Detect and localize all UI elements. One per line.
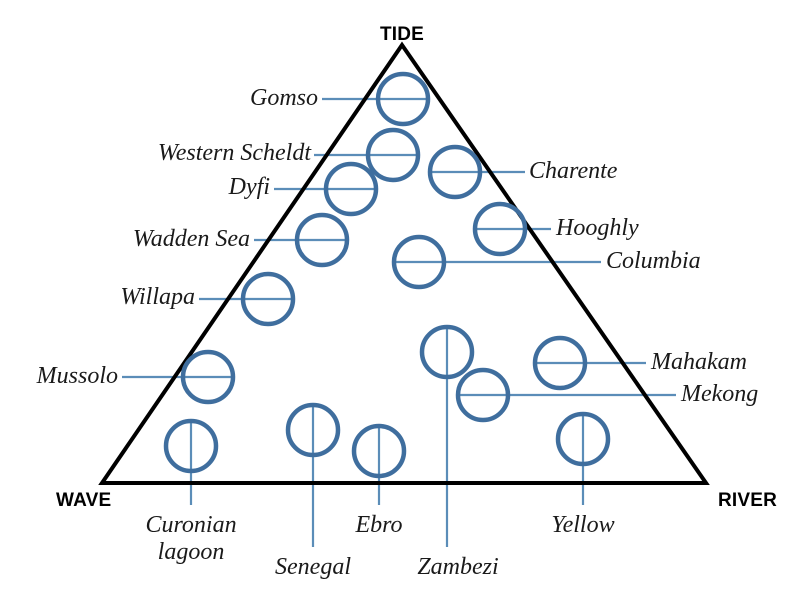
label-ebro: Ebro — [355, 512, 403, 538]
marker-columbia[interactable] — [391, 234, 447, 290]
label-charente: Charente — [529, 158, 618, 184]
marker-dyfi[interactable] — [323, 161, 379, 217]
label-mussolo: Mussolo — [36, 363, 118, 389]
marker-senegal[interactable] — [285, 402, 341, 458]
marker-yellow[interactable] — [555, 411, 611, 467]
label-mekong: Mekong — [681, 381, 759, 407]
label-willapa: Willapa — [120, 284, 195, 310]
marker-gomso[interactable] — [375, 71, 431, 127]
ternary-triangle-outline — [98, 41, 710, 485]
marker-charente[interactable] — [427, 144, 483, 200]
label-zambezi: Zambezi — [417, 554, 499, 580]
marker-curonian-lagoon[interactable] — [163, 418, 219, 474]
marker-wadden-sea[interactable] — [294, 212, 350, 268]
marker-willapa[interactable] — [240, 271, 296, 327]
label-gomso: Gomso — [249, 85, 318, 111]
label-mahakam: Mahakam — [651, 349, 747, 375]
marker-western-scheldt[interactable] — [365, 127, 421, 183]
label-dyfi: Dyfi — [228, 174, 270, 200]
label-yellow: Yellow — [551, 512, 615, 538]
label-hooghly: Hooghly — [556, 215, 639, 241]
marker-mekong[interactable] — [455, 367, 511, 423]
marker-hooghly[interactable] — [472, 201, 528, 257]
marker-mahakam[interactable] — [532, 335, 588, 391]
vertex-label-tide: TIDE — [379, 24, 425, 45]
triangle-outline-layer — [98, 41, 710, 485]
label-wadden-sea: Wadden Sea — [132, 226, 250, 252]
estuary-marker-layer — [163, 71, 611, 479]
label-western-scheldt: Western Scheldt — [157, 140, 311, 166]
vertex-label-river: RIVER — [718, 490, 778, 511]
label-columbia: Columbia — [606, 248, 701, 274]
marker-mussolo[interactable] — [180, 349, 236, 405]
label-senegal: Senegal — [275, 554, 351, 580]
marker-ebro[interactable] — [351, 423, 407, 479]
vertex-label-wave: WAVE — [56, 490, 112, 511]
marker-zambezi[interactable] — [419, 324, 475, 380]
